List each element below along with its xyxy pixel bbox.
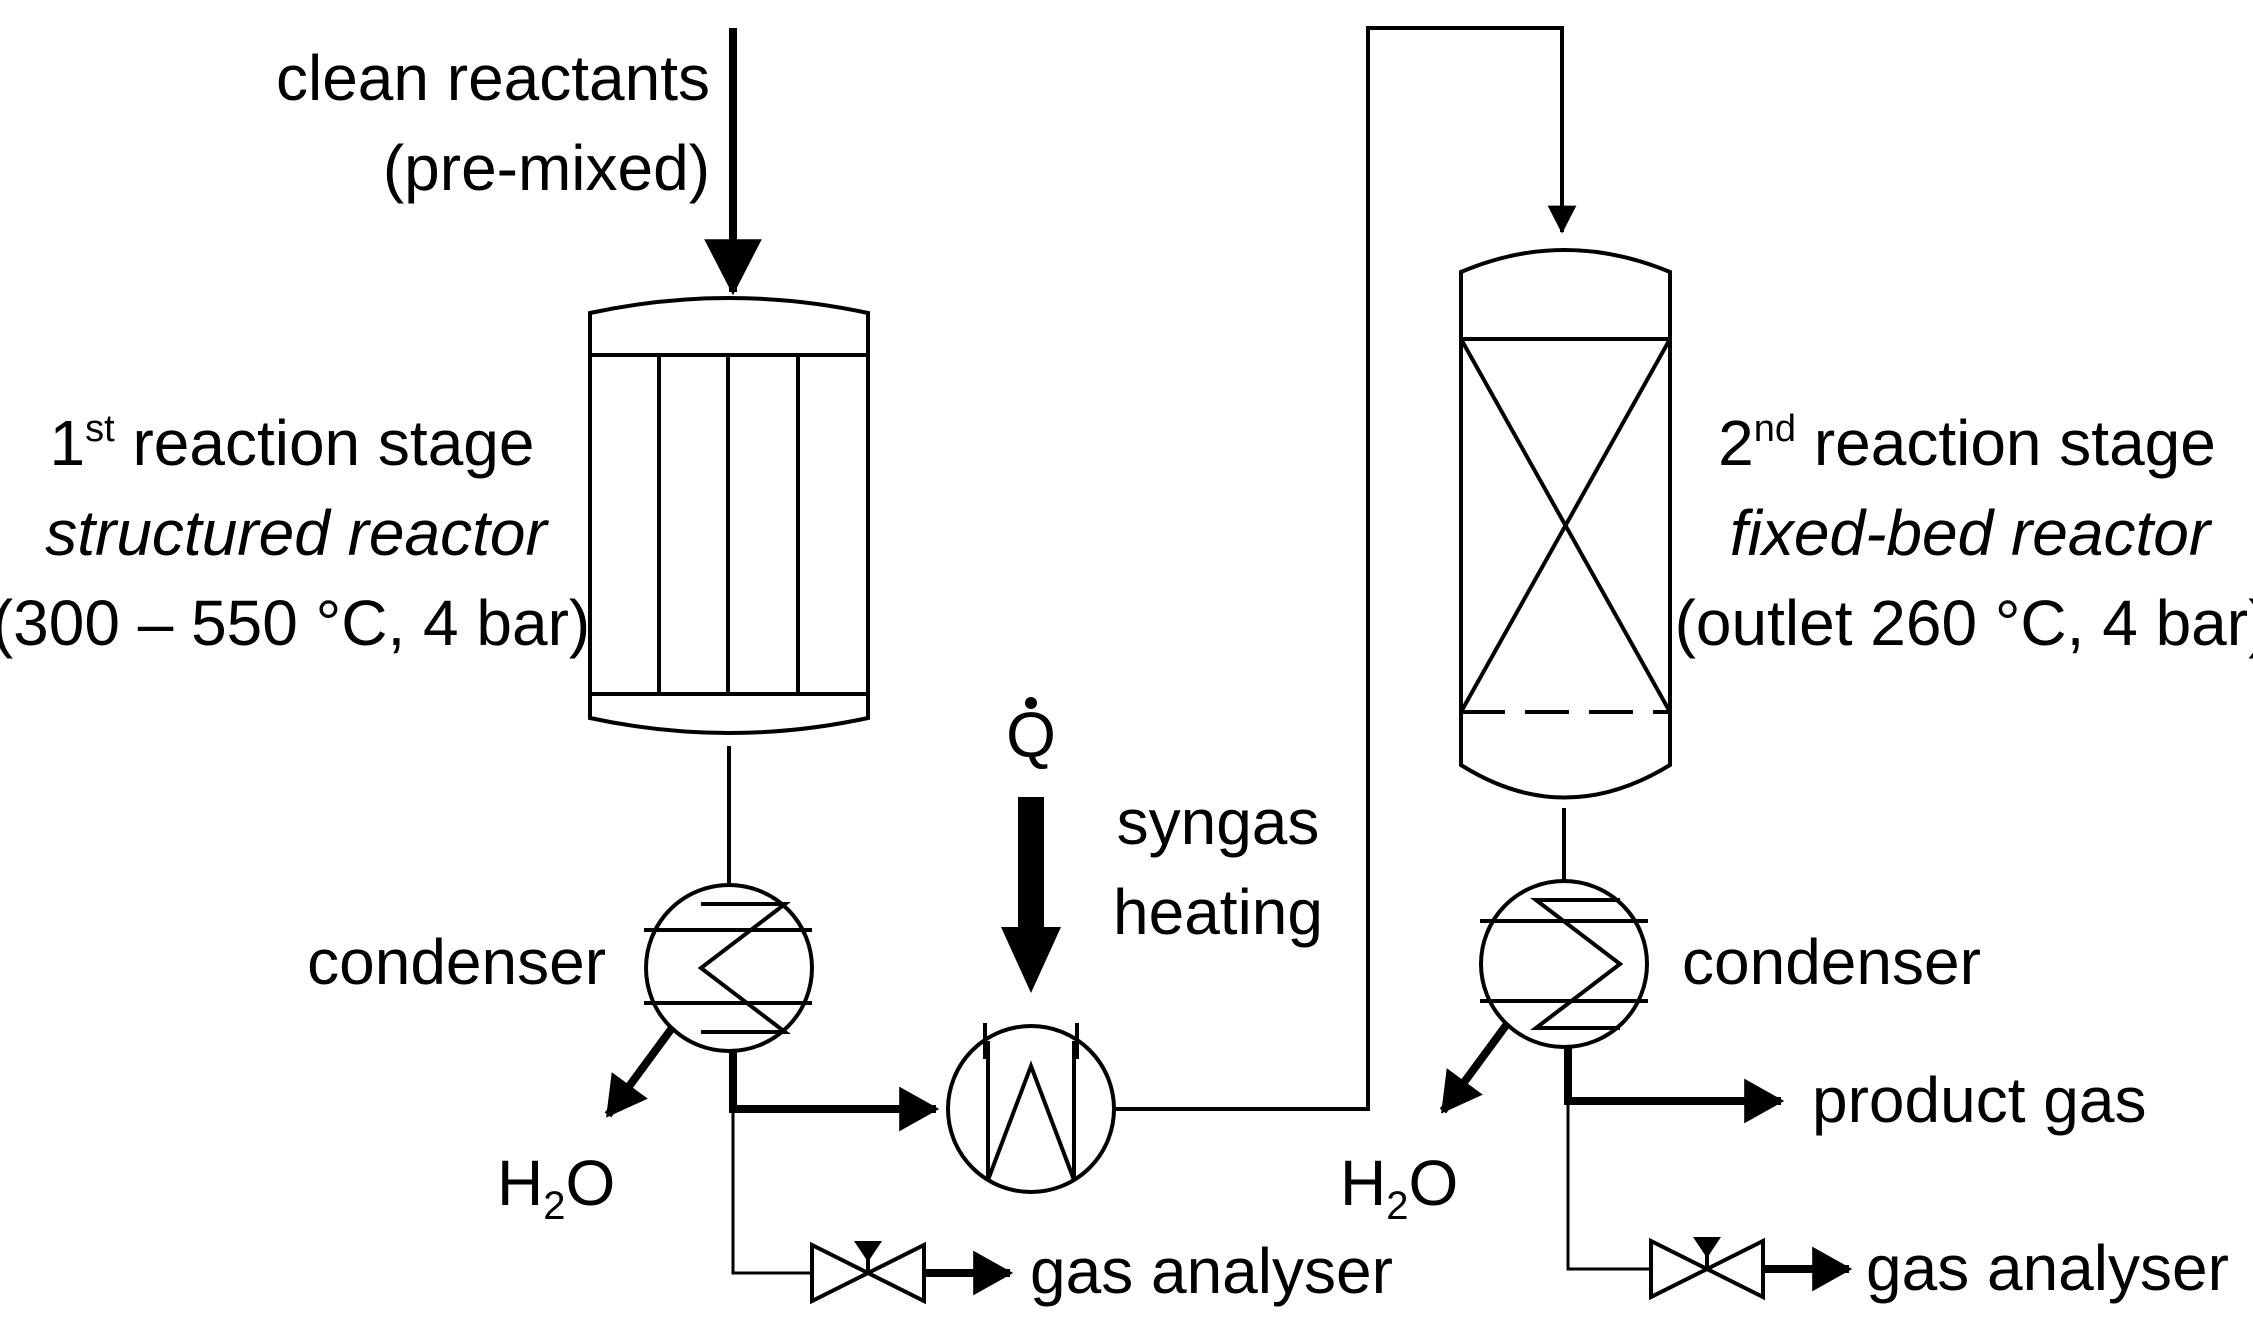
- stage1-ordinal-number: 1: [50, 407, 86, 479]
- gas-analyser-label-1: gas analyser: [1030, 1235, 1393, 1307]
- heater-label-line2: heating: [1113, 876, 1323, 948]
- structured-reactor: [588, 296, 870, 735]
- water-label-1: H2O: [497, 1147, 615, 1228]
- sample-line-1: [731, 1109, 812, 1275]
- stage2-reactor-type: fixed-bed reactor: [1730, 497, 2213, 569]
- water-drain-arrow-2: [1439, 1021, 1511, 1114]
- stage1-title: 1st reaction stage: [50, 407, 535, 479]
- stage1-ordinal-suffix: st: [85, 408, 115, 450]
- product-gas-line: [1564, 1047, 1785, 1124]
- fixed-bed-reactor: [1459, 248, 1672, 800]
- stage2-ordinal-number: 2: [1718, 407, 1754, 479]
- water-drain-arrow-1: [604, 1025, 676, 1118]
- stage1-title-text: reaction stage: [115, 407, 535, 479]
- stage2-title: 2nd reaction stage: [1718, 407, 2216, 479]
- feed-label-line2: (pre-mixed): [383, 132, 710, 204]
- sample-line-2: [1566, 1101, 1651, 1271]
- condenser1-label: condenser: [307, 926, 606, 998]
- stage1-conditions: (300 – 550 °C, 4 bar): [0, 587, 590, 659]
- water1-o: O: [565, 1147, 615, 1219]
- stage1-reactor-type: structured reactor: [45, 497, 549, 569]
- heater-label-line1: syngas: [1117, 786, 1320, 858]
- syngas-line-to-reactor2: [1114, 26, 1577, 1111]
- condenser2-label: condenser: [1682, 926, 1981, 998]
- water1-subscript: 2: [543, 1184, 565, 1228]
- syngas-heater: [946, 1023, 1116, 1194]
- condenser-1: [644, 883, 814, 1053]
- stage2-ordinal-suffix: nd: [1754, 408, 1796, 450]
- stage2-title-text: reaction stage: [1796, 407, 2216, 479]
- sampling-valve-1[interactable]: [810, 1241, 926, 1305]
- heat-symbol-label: Q: [1006, 699, 1056, 771]
- feed-label-line1: clean reactants: [276, 42, 710, 114]
- heat-symbol-dot: [1025, 697, 1037, 709]
- condenser-2: [1479, 879, 1649, 1049]
- syngas-line-to-heater: [729, 1051, 940, 1132]
- water2-o: O: [1408, 1147, 1458, 1219]
- gas-analyser-label-2: gas analyser: [1866, 1232, 2229, 1304]
- product-gas-label: product gas: [1812, 1064, 2146, 1136]
- water2-h: H: [1340, 1147, 1386, 1219]
- water-label-2: H2O: [1340, 1147, 1458, 1228]
- stage2-conditions: (outlet 260 °C, 4 bar): [1675, 587, 2253, 659]
- heat-input-arrow: [1001, 797, 1061, 993]
- sampling-valve-2[interactable]: [1649, 1237, 1765, 1301]
- water1-h: H: [497, 1147, 543, 1219]
- water2-subscript: 2: [1386, 1184, 1408, 1228]
